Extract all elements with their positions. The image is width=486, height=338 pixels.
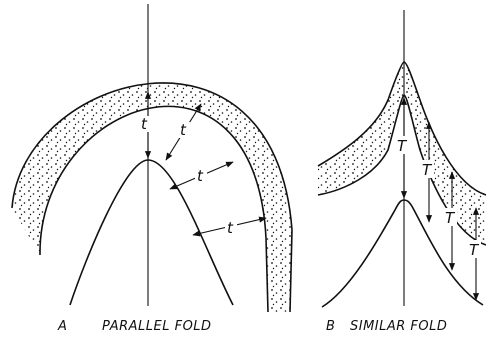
panel-b-caption: SIMILAR FOLD <box>350 319 447 334</box>
panel-b-letter: B <box>326 319 335 334</box>
panel-b: T T T T B SIMILAR FOLD <box>318 10 486 334</box>
parallel-lower-fold <box>70 160 233 305</box>
panel-a: t t t t A PARALLEL FOLD <box>12 4 292 334</box>
panel-a-letter: A <box>57 319 67 334</box>
parallel-stippled-layer <box>12 83 292 312</box>
panel-a-caption: PARALLEL FOLD <box>102 319 212 334</box>
parallel-layer-top <box>12 83 292 312</box>
